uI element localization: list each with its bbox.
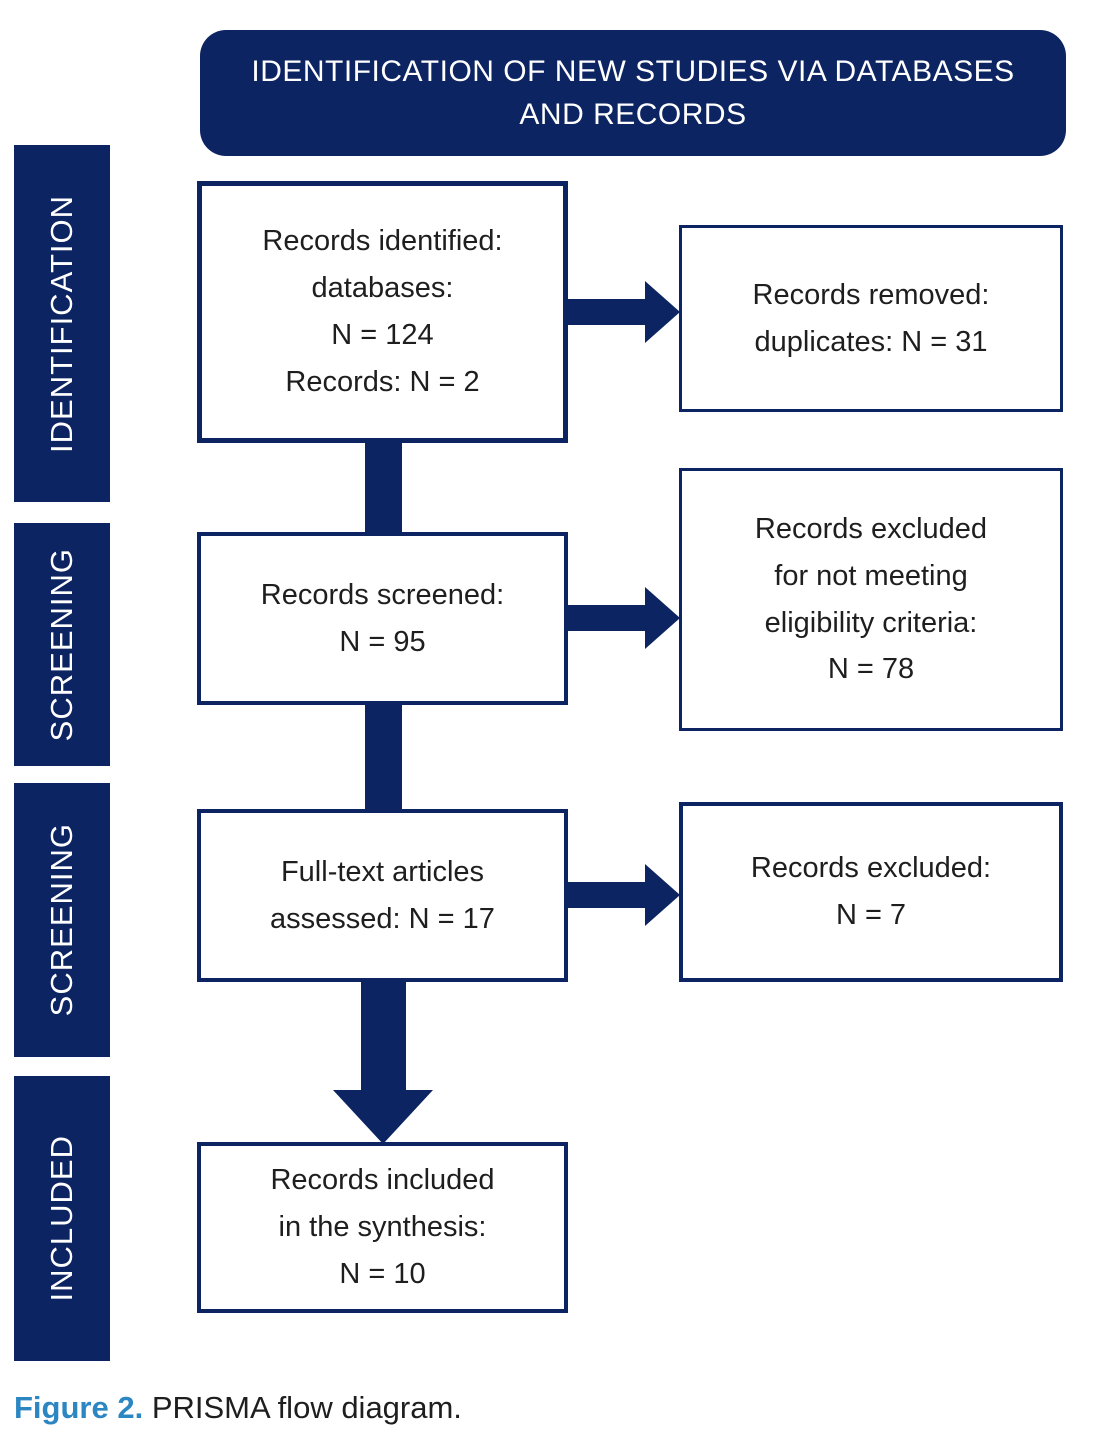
stage-identification: IDENTIFICATION: [14, 145, 110, 502]
stage-identification-label: IDENTIFICATION: [44, 194, 79, 453]
connector-screened-to-fulltext: [365, 705, 402, 809]
arrow-right-icon-screened: [645, 587, 680, 649]
box-records-identified: Records identified: databases: N = 124 R…: [197, 181, 568, 443]
figure-caption-text: PRISMA flow diagram.: [143, 1390, 462, 1425]
stage-screening-2: SCREENING: [14, 783, 110, 1057]
arrow-right-stem-screened: [568, 605, 646, 631]
box-records-included: Records included in the synthesis: N = 1…: [197, 1142, 568, 1313]
diagram-header-banner: IDENTIFICATION OF NEW STUDIES VIA DATABA…: [200, 30, 1066, 156]
arrow-down-stem: [361, 982, 406, 1090]
stage-included: INCLUDED: [14, 1076, 110, 1361]
connector-identified-to-screened: [365, 443, 402, 532]
arrow-down-icon: [333, 1090, 433, 1144]
box-records-identified-text: Records identified: databases: N = 124 R…: [262, 225, 503, 398]
stage-screening-2-label: SCREENING: [44, 823, 79, 1017]
arrow-right-icon-fulltext: [645, 864, 680, 926]
arrow-right-stem-fulltext: [568, 882, 646, 908]
box-records-included-text: Records included in the synthesis: N = 1…: [270, 1164, 495, 1290]
box-records-excluded-eligibility-text: Records excluded for not meeting eligibi…: [754, 512, 988, 686]
box-records-excluded-text: Records excluded: N = 7: [750, 852, 992, 931]
box-records-removed-duplicates-text: Records removed: duplicates: N = 31: [752, 278, 990, 358]
arrow-right-stem-identified: [568, 299, 646, 325]
stage-included-label: INCLUDED: [44, 1135, 79, 1302]
stage-screening-1: SCREENING: [14, 523, 110, 766]
stage-screening-1-label: SCREENING: [44, 547, 79, 742]
box-fulltext-assessed-text: Full-text articles assessed: N = 17: [270, 855, 495, 935]
box-records-excluded: Records excluded: N = 7: [679, 802, 1063, 982]
box-records-screened: Records screened: N = 95: [197, 532, 568, 705]
box-records-excluded-eligibility: Records excluded for not meeting eligibi…: [679, 468, 1063, 731]
figure-caption-number: Figure 2.: [14, 1390, 144, 1425]
diagram-title: IDENTIFICATION OF NEW STUDIES VIA DATABA…: [251, 54, 1015, 132]
box-records-removed-duplicates: Records removed: duplicates: N = 31: [679, 225, 1063, 412]
arrow-right-icon-identified: [645, 281, 680, 343]
figure-caption: Figure 2. PRISMA flow diagram.: [14, 1390, 462, 1426]
box-fulltext-assessed: Full-text articles assessed: N = 17: [197, 809, 568, 982]
box-records-screened-text: Records screened: N = 95: [260, 578, 505, 658]
